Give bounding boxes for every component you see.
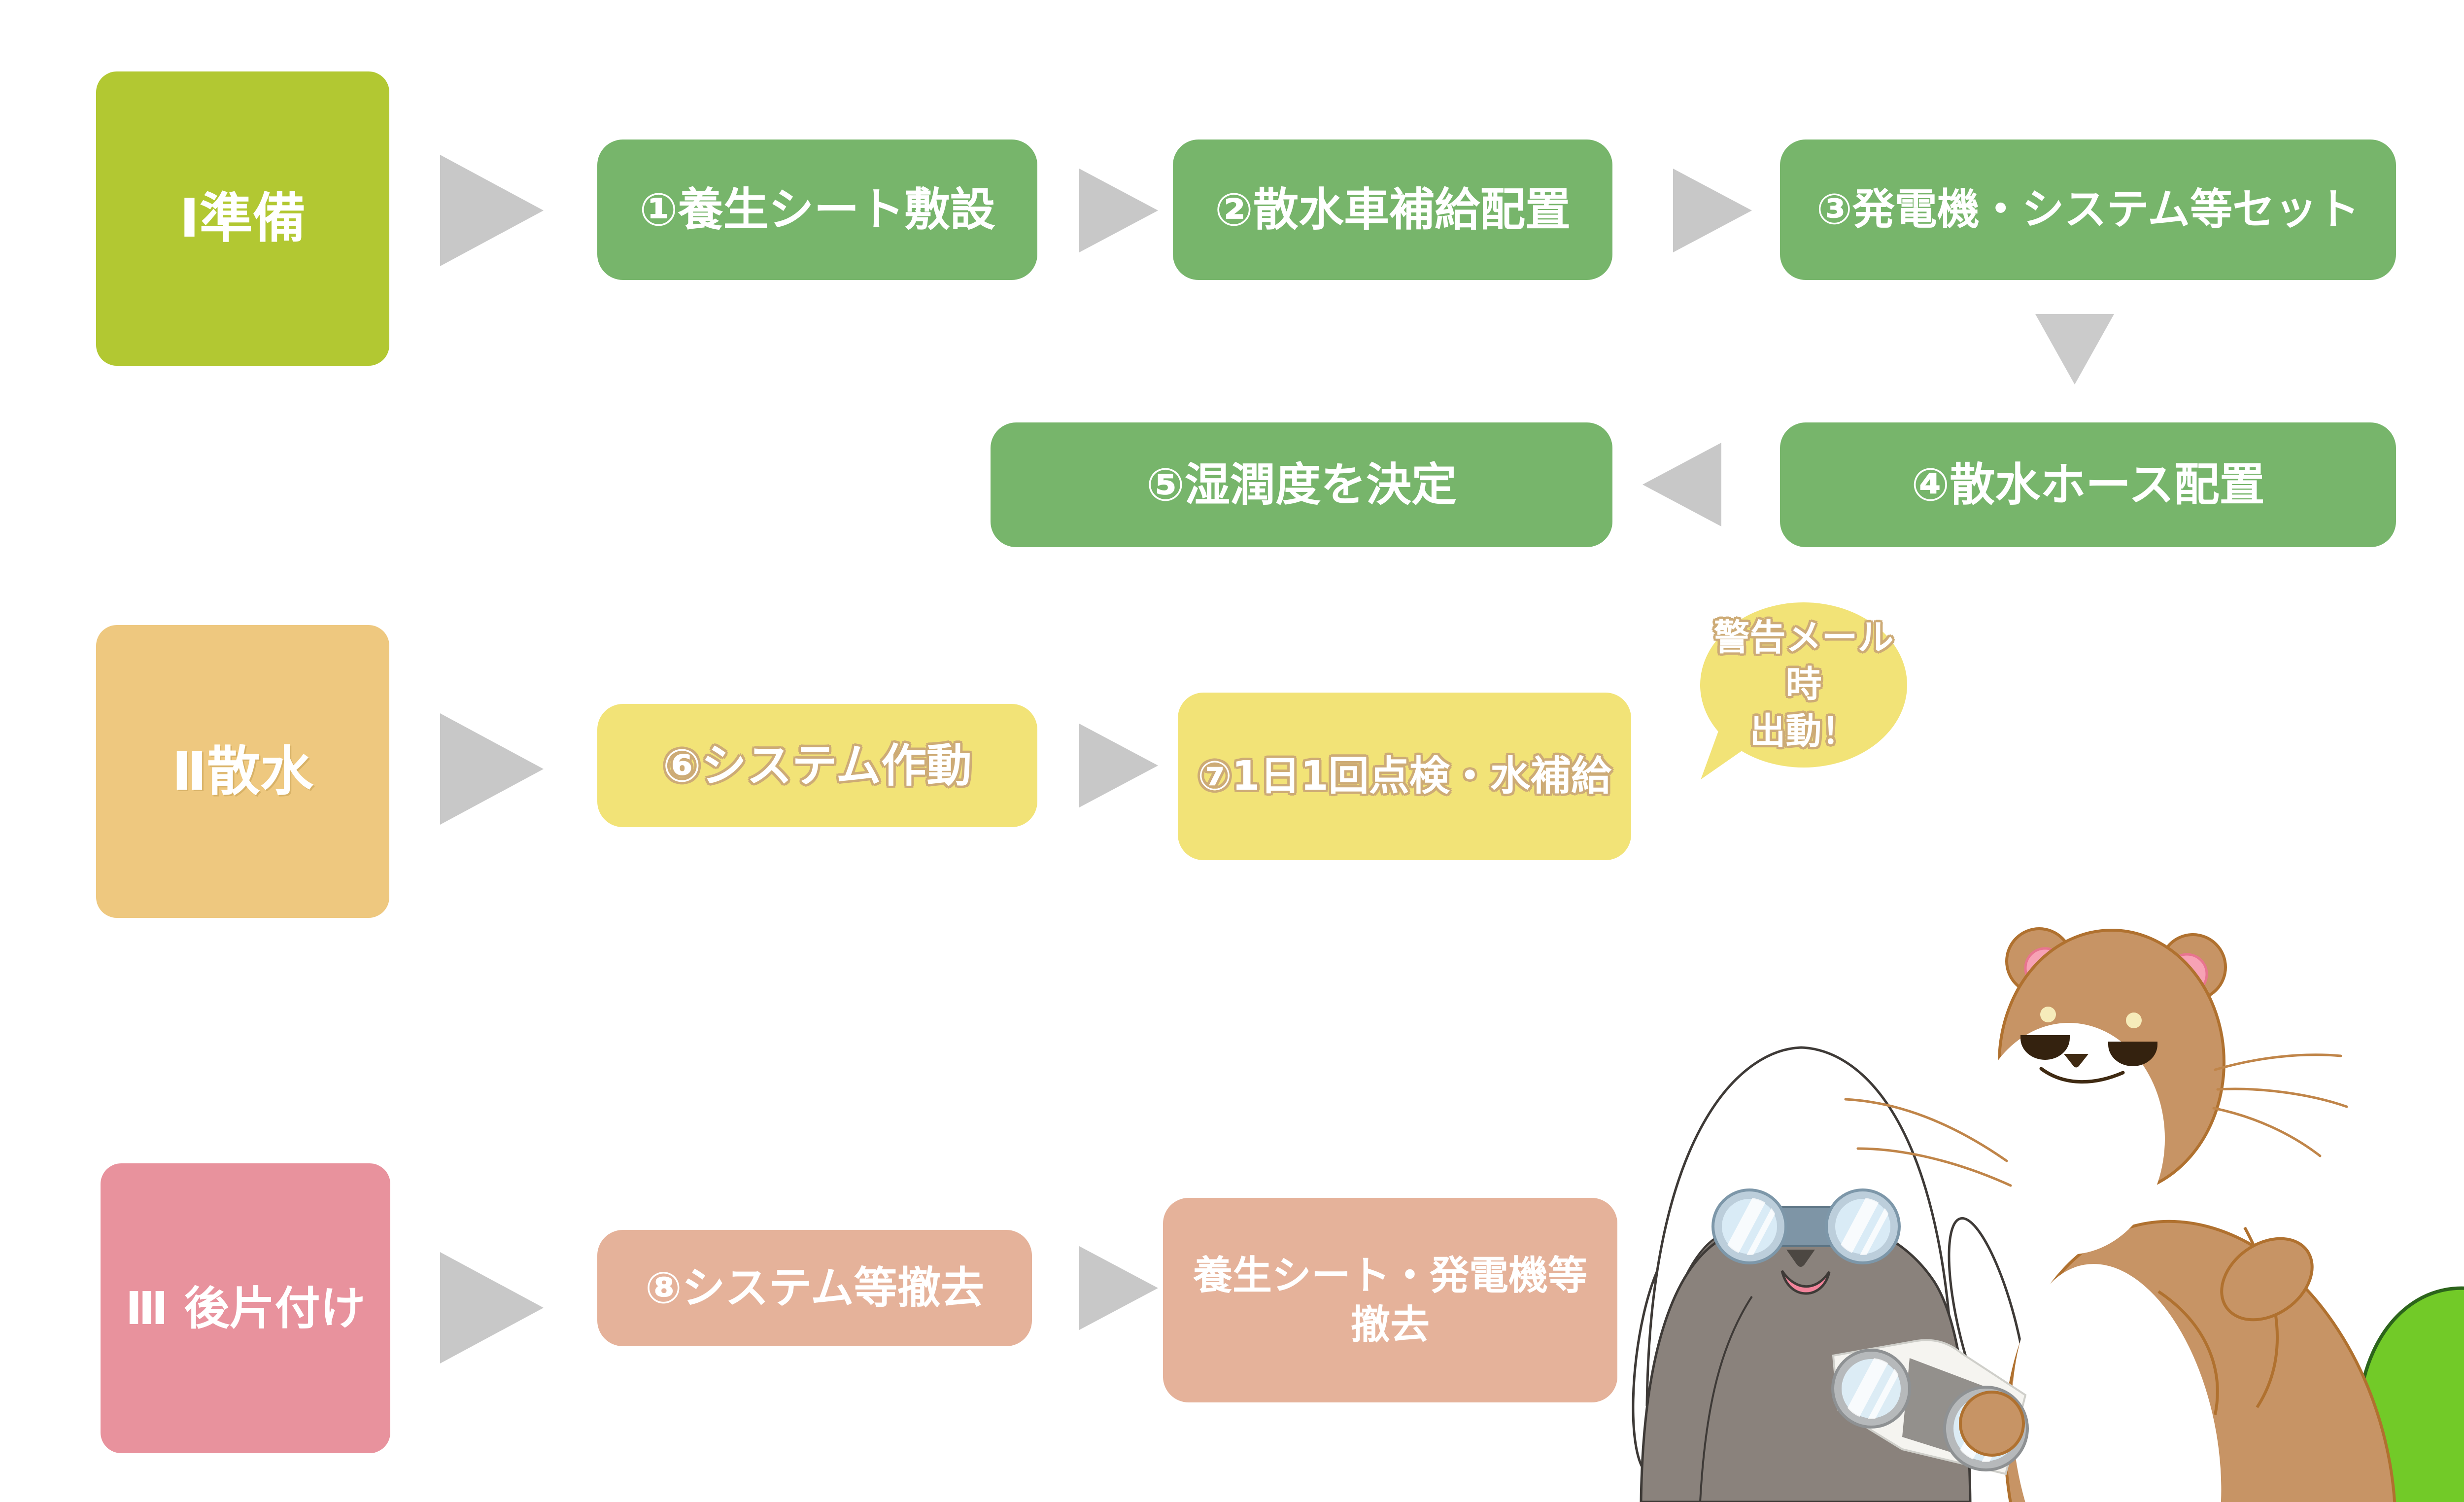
step-box-5: ⑤湿潤度を決定: [991, 422, 1612, 547]
step-box-8: ⑧システム等撤去: [597, 1230, 1032, 1346]
stage-box-preparation: Ⅰ準備: [96, 71, 389, 366]
arrow-right-icon: [440, 1252, 545, 1363]
arrow-right-icon: [1079, 724, 1160, 807]
otter-right-eye: [2108, 1042, 2157, 1066]
step-9-line1: 養生シート・発電機等: [1193, 1252, 1587, 1298]
otter-mouth: [2039, 1067, 2125, 1083]
arrow-right-icon: [440, 713, 545, 825]
arrow-left-icon: [1641, 443, 1721, 526]
bubble-line2: 出動！: [1749, 710, 1858, 752]
mascot-characters: [1632, 927, 2464, 1502]
rabbit-arm-line: [1699, 1295, 1753, 1502]
otter-character: [1831, 927, 2397, 1502]
stage-box-cleanup: Ⅲ 後片付け: [101, 1163, 390, 1453]
arrow-right-icon: [1673, 169, 1753, 252]
step-box-3: ③発電機・システム等セット: [1780, 140, 2396, 280]
otter-left-eye: [2020, 1035, 2070, 1060]
otter-muzzle: [1973, 1023, 2165, 1255]
rabbit-mouth: [1780, 1270, 1831, 1295]
step-9-line2: 撤去: [1351, 1301, 1430, 1348]
otter-belly: [2012, 1264, 2222, 1502]
rabbit-nose: [1786, 1250, 1815, 1267]
step-box-7: ⑦1日1回点検・水補給: [1178, 693, 1631, 860]
step-box-1: ①養生シート敷設: [597, 140, 1037, 280]
rabbit-binoculars-icon: [1711, 1188, 1901, 1264]
otter-nose: [2064, 1054, 2088, 1068]
stage-box-watering: Ⅱ散水: [96, 625, 389, 918]
arrow-right-icon: [440, 155, 545, 266]
step-box-4: ④散水ホース配置: [1780, 422, 2396, 547]
arrow-right-icon: [1079, 169, 1160, 252]
arrow-down-icon: [2035, 314, 2114, 386]
otter-raised-paw: [2220, 1237, 2314, 1322]
bubble-line1: 警告メール時: [1713, 617, 1894, 706]
otter-left-paw: [1959, 1391, 2025, 1457]
otter-whiskers: [1844, 1053, 2348, 1187]
alert-speech-bubble: 警告メール時 出動！: [1700, 602, 1907, 768]
step-box-2: ②散水車補給配置: [1173, 140, 1612, 280]
otter-head: [1844, 927, 2348, 1255]
step-box-9: 養生シート・発電機等 撤去: [1163, 1198, 1617, 1402]
step-box-6: ⑥システム作動: [597, 704, 1037, 827]
arrow-right-icon: [1079, 1246, 1160, 1330]
